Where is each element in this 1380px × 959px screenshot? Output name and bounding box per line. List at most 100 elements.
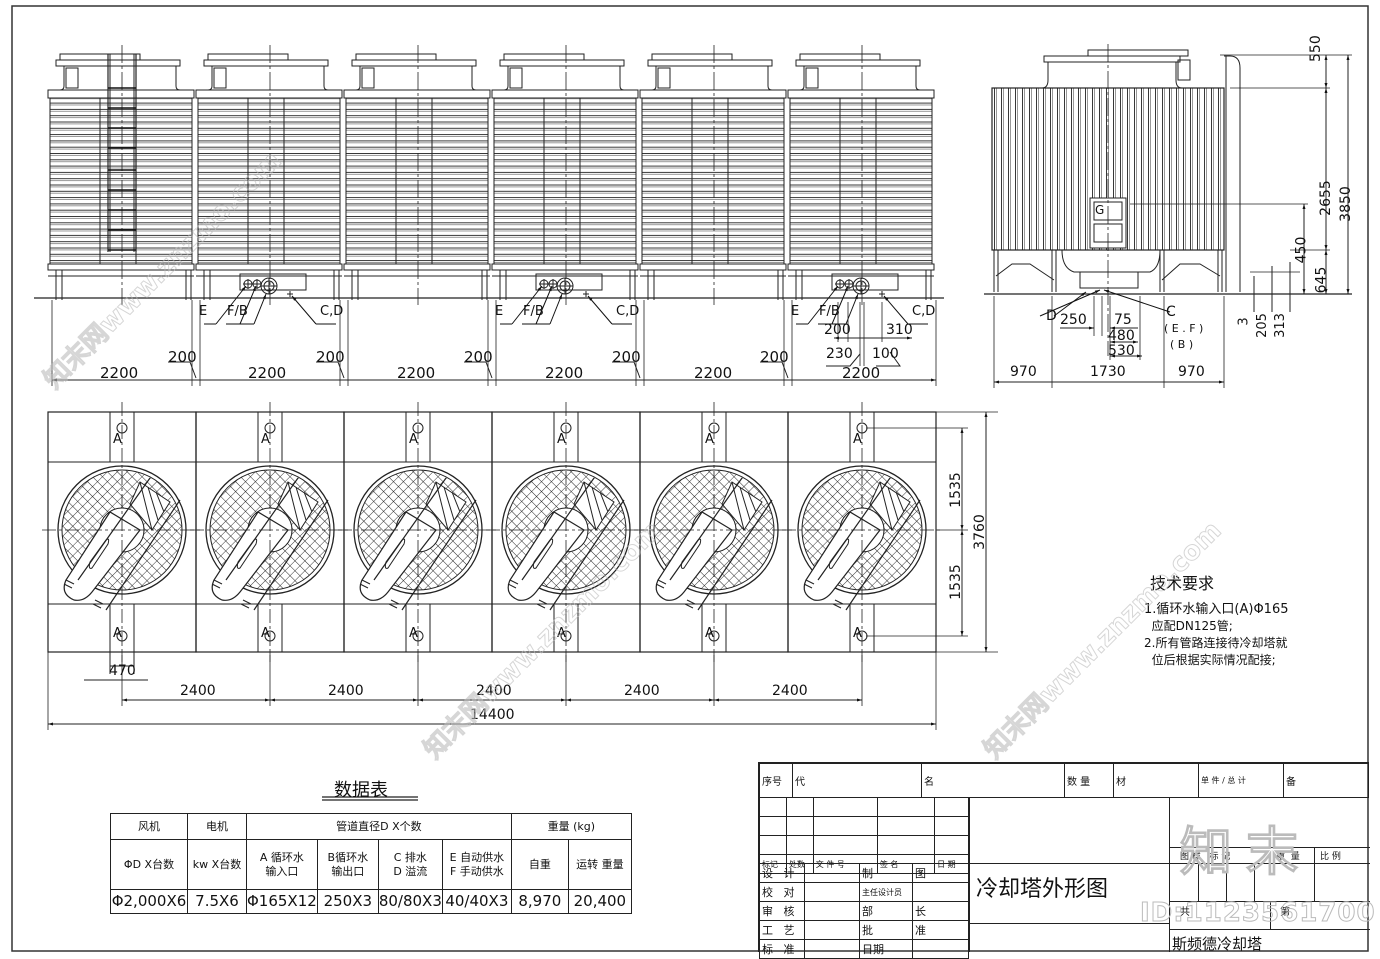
- dim-plan-2400-5: 2400: [772, 683, 808, 699]
- inlet-a-bottom-4: A: [557, 626, 566, 641]
- sub-pipe-ef: E 自动供水 F 手动供水: [441, 839, 512, 890]
- dim-side-75: 75: [1114, 312, 1132, 328]
- drawing-title: 冷却塔外形图: [976, 877, 1109, 902]
- watermark-logo: 知末: [1179, 823, 1313, 884]
- inlet-a-top-6: A: [853, 432, 862, 447]
- sub-pipe-a: A 循环水 输入口: [246, 839, 318, 890]
- dim-front-3: 2200: [397, 364, 436, 382]
- sign-check: 校 对: [759, 882, 805, 902]
- val-fan: Φ2,000X6: [110, 889, 188, 914]
- data-table: 风机 电机 管道直径D X个数 重量 (kg) ΦD X台数 kw X台数 A …: [110, 813, 632, 914]
- dim-front-2: 2200: [248, 364, 287, 382]
- sign-date: 日期: [859, 939, 913, 959]
- tech-requirements-title: 技术要求: [1150, 574, 1215, 593]
- inlet-a-bottom-2: A: [261, 626, 270, 641]
- dim-front-6: 2200: [842, 364, 881, 382]
- dim-side-970-left: 970: [1010, 364, 1037, 380]
- inlet-a-top-5: A: [705, 432, 714, 447]
- val-self-weight: 8,970: [510, 889, 569, 914]
- tech-line-2: 应配DN125管;: [1144, 619, 1233, 633]
- header-fan: 风机: [110, 813, 188, 840]
- bom-total-weight: 总 计: [1227, 776, 1246, 785]
- sub-fan: ΦD X台数: [110, 839, 188, 890]
- watermark-id: ID:1123561700: [1140, 898, 1376, 929]
- side-label-g: G: [1095, 203, 1105, 217]
- label-drawing-mark: 图 样 标 记: [1180, 852, 1231, 862]
- pipe-label-fb-2: F/B: [523, 304, 544, 319]
- dim-front-4: 2200: [545, 364, 584, 382]
- dim-plan-2400-4: 2400: [624, 683, 660, 699]
- detail-dim-200: 200: [824, 322, 851, 338]
- gap-dim-1: 200: [168, 348, 197, 366]
- dim-side-645: 645: [1313, 266, 1330, 294]
- sign-process: 工 艺: [759, 920, 805, 940]
- dim-plan-total: 14400: [470, 707, 515, 723]
- tech-line-4: 位后根据实际情况配接;: [1144, 653, 1276, 667]
- dim-ladder-470: 470: [109, 663, 136, 679]
- val-pipe-b: 250X3: [316, 889, 379, 914]
- tech-line-3: 2.所有管路连接待冷却塔就: [1144, 636, 1288, 650]
- front-elevation: [34, 44, 944, 386]
- bom-material: 材: [1113, 763, 1199, 798]
- side-label-c: C: [1166, 304, 1176, 320]
- tech-requirements: 技术要求 1.循环水输入口(A)Φ165 应配DN125管; 2.所有管路连接待…: [1144, 570, 1289, 668]
- dim-side-1730: 1730: [1090, 364, 1126, 380]
- bom-header: 序号 代 名 数 量 材 单 件 / 总 计 备: [759, 763, 1369, 798]
- pipe-label-cd-2: C,D: [616, 304, 640, 319]
- inlet-a-bottom-5: A: [705, 626, 714, 641]
- pipe-label-e-1: E: [199, 304, 208, 319]
- side-elevation: [984, 44, 1352, 388]
- sign-head: 长: [912, 901, 969, 921]
- inlet-a-top-1: A: [113, 432, 122, 447]
- bom-unit-weight: 单 件: [1201, 776, 1220, 785]
- dim-plan-2400-1: 2400: [180, 683, 216, 699]
- inlet-a-top-4: A: [557, 432, 566, 447]
- dim-side-2655: 2655: [1317, 180, 1334, 216]
- sign-chief-designer: 主任设计员: [859, 882, 913, 902]
- val-motor: 7.5X6: [187, 889, 247, 914]
- signature-grid: 设 计制图 校 对主任设计员 审 核部长 工 艺批准 标 准日期: [759, 863, 969, 959]
- gap-dim-4: 200: [612, 348, 641, 366]
- bom-weight: 单 件 / 总 计: [1198, 763, 1284, 798]
- sheet-total: 共: [1180, 907, 1190, 918]
- val-pipe-cd: 80/80X3: [377, 889, 443, 914]
- sign-design: 设 计: [759, 863, 805, 883]
- title-right-block: 图 样 标 记 重 量 比 例 共 第 斯频德冷却塔: [1169, 797, 1370, 953]
- detail-dim-310: 310: [886, 322, 913, 338]
- side-label-ef: ( E . F ): [1164, 322, 1204, 335]
- dim-side-480: 480: [1108, 328, 1135, 344]
- dim-side-550: 550: [1308, 35, 1324, 62]
- gap-dim-5: 200: [760, 348, 789, 366]
- sheet-page: 第: [1280, 907, 1290, 918]
- pipe-label-cd-1: C,D: [320, 304, 344, 319]
- inlet-a-bottom-3: A: [409, 626, 418, 641]
- bom-qty: 数 量: [1064, 763, 1114, 798]
- val-pipe-ef: 40/40X3: [441, 889, 512, 914]
- bom-code: 代: [792, 763, 922, 798]
- sign-standard: 标 准: [759, 939, 805, 959]
- dim-side-970-right: 970: [1178, 364, 1205, 380]
- sub-motor: kw X台数: [187, 839, 247, 890]
- dim-front-1: 2200: [100, 364, 139, 382]
- sheet-border: [11, 5, 1369, 952]
- val-operating-weight: 20,400: [567, 889, 632, 914]
- dim-plan-2400-3: 2400: [476, 683, 512, 699]
- inlet-a-top-2: A: [261, 432, 270, 447]
- dim-side-3: 3: [1236, 317, 1252, 326]
- tech-line-1: 1.循环水输入口(A)Φ165: [1144, 602, 1289, 617]
- sub-operating-weight: 运转 重量: [567, 839, 632, 890]
- inlet-a-bottom-6: A: [853, 626, 862, 641]
- sub-self-weight: 自重: [510, 839, 569, 890]
- dim-plan-1535-bottom: 1535: [947, 564, 964, 600]
- plan-view: [41, 401, 998, 730]
- gap-dim-2: 200: [316, 348, 345, 366]
- inlet-a-top-3: A: [409, 432, 418, 447]
- dim-plan-3760: 3760: [971, 514, 988, 550]
- pipe-label-e-3: E: [791, 304, 800, 319]
- sign-dept: 部: [859, 901, 913, 921]
- side-label-b: ( B ): [1170, 338, 1194, 351]
- title-block: 序号 代 名 数 量 材 单 件 / 总 计 备 标记 处数 文 件 号 签 名…: [758, 762, 1370, 959]
- dim-side-530: 530: [1108, 343, 1135, 359]
- pipe-label-e-2: E: [495, 304, 504, 319]
